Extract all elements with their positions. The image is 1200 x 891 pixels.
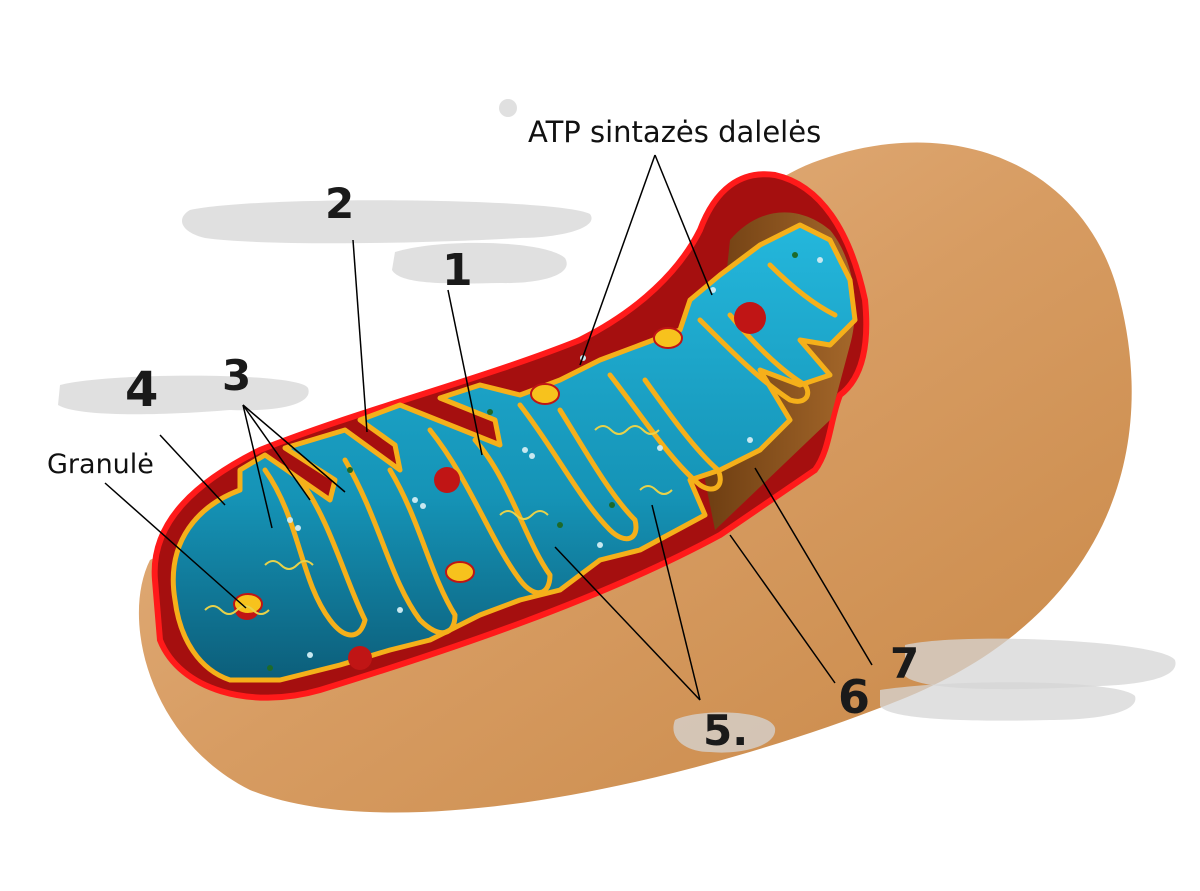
label-number-2: 2 — [325, 179, 354, 228]
leader-3b — [242, 404, 311, 501]
matrix-green-dots — [267, 252, 798, 671]
granule — [434, 467, 460, 493]
label-number-6: 6 — [838, 670, 870, 724]
label-number-3: 3 — [222, 351, 251, 400]
label-blobs — [58, 99, 1176, 753]
matrix-particles — [287, 257, 823, 658]
leader-lines — [104, 154, 873, 701]
leader-3c — [242, 404, 346, 493]
leader-2 — [352, 239, 368, 433]
atp-synthase-label: ATP sintazės dalelės — [528, 115, 821, 149]
granule-label: Granulė — [47, 449, 154, 480]
label-number-5: 5. — [703, 706, 748, 755]
label-number-4: 4 — [125, 362, 158, 418]
leader-granule — [104, 482, 247, 609]
label-number-7: 7 — [890, 639, 919, 688]
leader-1 — [447, 289, 483, 456]
leader-5b — [651, 504, 701, 701]
leader-3a — [242, 404, 273, 529]
leader-atp-left — [579, 154, 656, 366]
leader-5a — [554, 546, 701, 701]
leader-7 — [754, 467, 873, 666]
granule — [734, 302, 766, 334]
leader-atp-right — [654, 154, 713, 296]
leader-4 — [159, 434, 226, 506]
leader-6 — [729, 534, 836, 684]
label-number-1: 1 — [442, 245, 473, 296]
cristae — [262, 262, 838, 638]
dna-strands — [204, 425, 673, 615]
granule — [348, 646, 372, 670]
ribosomes — [233, 327, 683, 615]
